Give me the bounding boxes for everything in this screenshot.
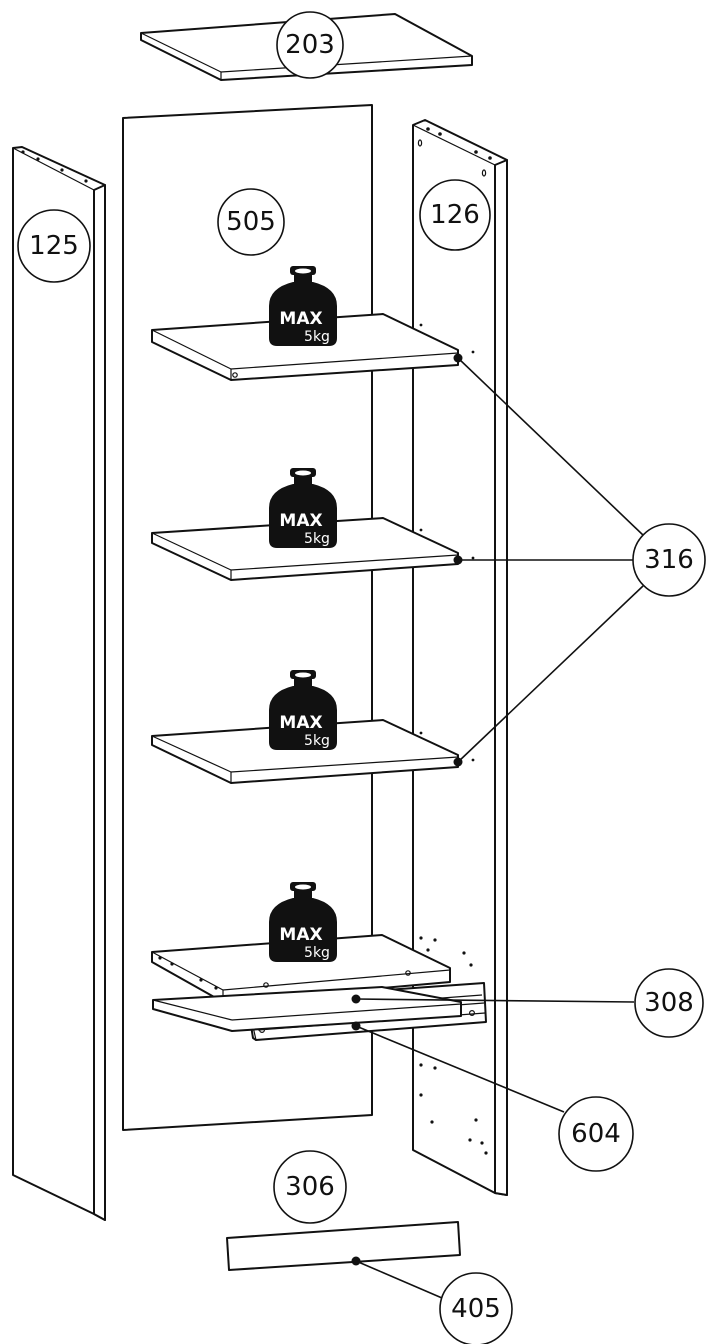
callout-base-panel: 306 (273, 1150, 347, 1224)
weight-load-label: 5kg (304, 329, 330, 345)
connection-dot (351, 994, 361, 1004)
callout-top-panel: 203 (276, 11, 344, 79)
svg-text:405: 405 (451, 1294, 501, 1324)
callout-back-panel: 505 (217, 188, 285, 256)
right-side-panel (412, 119, 508, 1196)
weight-load-label: 5kg (304, 733, 330, 749)
svg-text:125: 125 (29, 231, 79, 261)
connection-dot (351, 1256, 361, 1266)
callout-plinth: 405 (439, 1272, 513, 1344)
callout-shelf-pins: 316 (632, 523, 706, 597)
weight-icon: MAX 5kg (269, 468, 337, 548)
shelf-2 (151, 517, 459, 581)
svg-text:308: 308 (644, 988, 694, 1018)
weight-load-label: 5kg (304, 945, 330, 961)
callout-bottom-shelf: 308 (634, 968, 704, 1038)
svg-text:306: 306 (285, 1172, 335, 1202)
weight-icon: MAX 5kg (269, 670, 337, 750)
connection-dot (453, 555, 463, 565)
weight-load-label: 5kg (304, 531, 330, 547)
callout-right-side: 126 (419, 179, 491, 251)
connection-dot (453, 757, 463, 767)
weight-max-label: MAX (279, 713, 322, 733)
shelf-1 (151, 313, 459, 381)
weight-icon: MAX 5kg (269, 266, 337, 346)
weight-icon: MAX 5kg (269, 882, 337, 962)
svg-text:203: 203 (285, 30, 335, 60)
left-side-panel (12, 146, 106, 1221)
plinth (226, 1221, 461, 1271)
shelf-3 (151, 719, 459, 784)
bottom-shelf (151, 934, 451, 1003)
weight-max-label: MAX (279, 309, 322, 329)
weight-max-label: MAX (279, 511, 322, 531)
connection-dot (453, 353, 463, 363)
leader-lines (351, 353, 645, 1299)
svg-text:126: 126 (430, 200, 480, 230)
connection-dot (351, 1021, 361, 1031)
base-panel (152, 986, 462, 1032)
svg-text:604: 604 (571, 1119, 621, 1149)
svg-text:316: 316 (644, 545, 694, 575)
svg-text:505: 505 (226, 207, 276, 237)
callout-rail: 604 (558, 1096, 634, 1172)
callout-left-side: 125 (17, 209, 91, 283)
weight-max-label: MAX (279, 925, 322, 945)
